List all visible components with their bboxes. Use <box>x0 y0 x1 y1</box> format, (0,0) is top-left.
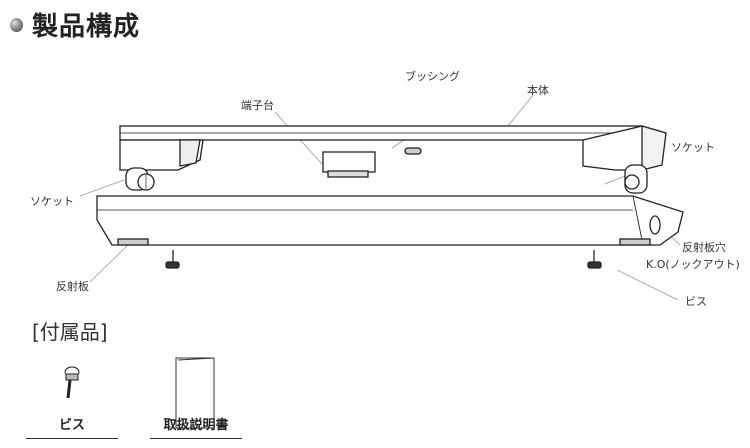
accessory-manual-label: 取扱説明書 <box>163 418 229 433</box>
label-screw: ビス <box>685 295 707 308</box>
manual-icon <box>175 357 215 429</box>
divider <box>150 438 242 439</box>
label-reflector: 反射板 <box>56 280 89 293</box>
label-bushing: ブッシング <box>405 70 460 83</box>
label-knockout: K.O(ノックアウト) <box>646 258 740 271</box>
bullet-icon <box>10 18 23 32</box>
divider <box>26 438 118 439</box>
screw-icon <box>64 366 80 399</box>
accessory-screw-label: ビス <box>58 418 85 433</box>
label-body: 本体 <box>527 84 549 97</box>
label-terminal-block: 端子台 <box>241 99 274 112</box>
accessories-heading: [付属品] <box>32 320 108 344</box>
label-socket-left: ソケット <box>30 195 74 208</box>
reflector-unit <box>96 195 684 269</box>
page-title: 製品構成 <box>32 12 141 42</box>
body-unit <box>119 125 667 194</box>
label-socket-right: ソケット <box>671 141 715 154</box>
label-reflector-hole: 反射板穴 <box>682 241 726 254</box>
